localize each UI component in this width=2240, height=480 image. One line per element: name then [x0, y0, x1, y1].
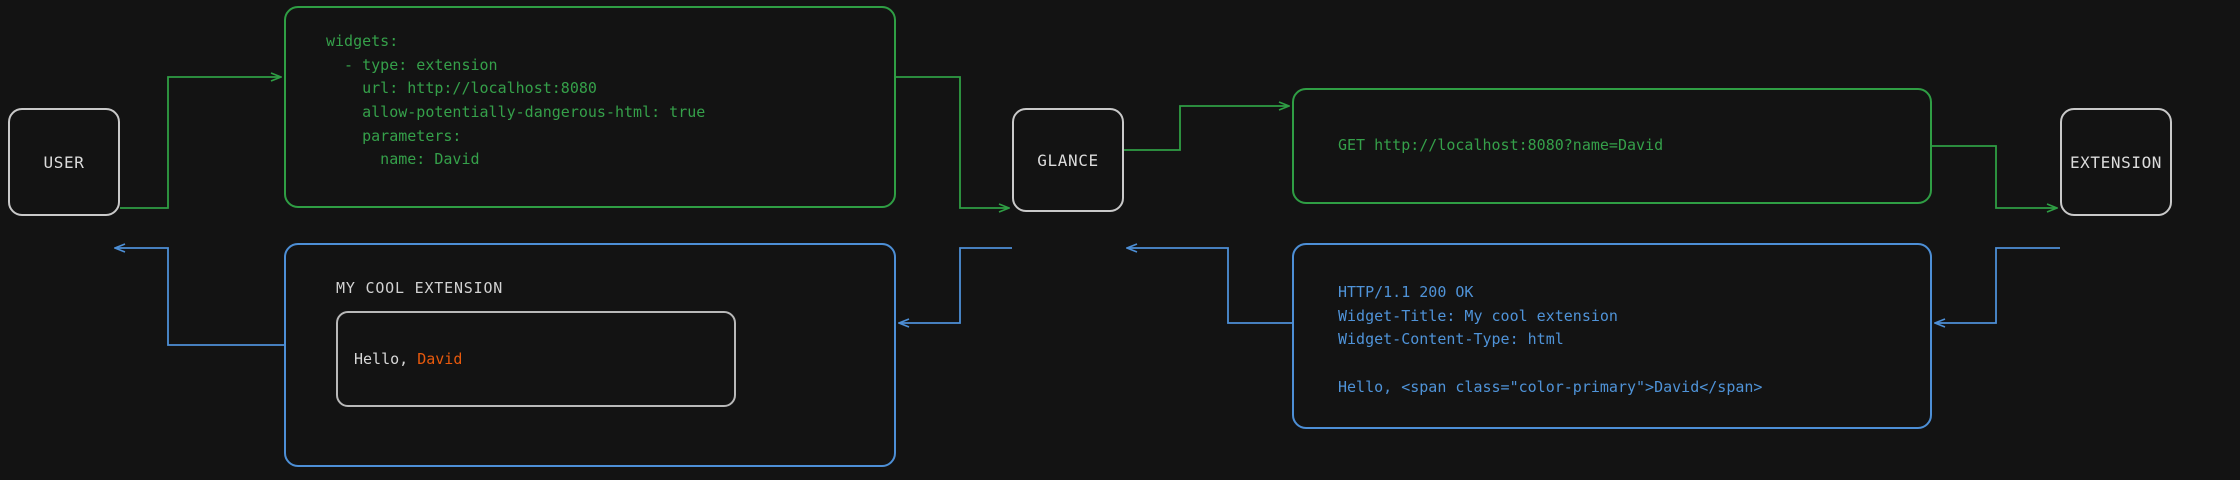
- actor-extension-label: EXTENSION: [2069, 152, 2163, 172]
- yaml-config-box: widgets: - type: extension url: http://l…: [284, 6, 896, 208]
- rendered-widget-box: MY COOL EXTENSION Hello, David: [284, 243, 896, 467]
- edge-glance-to-widget: [900, 247, 1012, 323]
- edge-user-to-config: [120, 77, 280, 209]
- actor-user-label: USER: [43, 152, 85, 172]
- actor-glance[interactable]: GLANCE: [1012, 108, 1124, 212]
- http-request-box: GET http://localhost:8080?name=David: [1292, 88, 1932, 204]
- widget-content-card: Hello, David: [336, 311, 736, 407]
- edge-widget-to-user: [116, 248, 284, 346]
- actor-glance-label: GLANCE: [1037, 150, 1099, 170]
- edge-request-to-extension: [1932, 145, 2056, 208]
- widget-greeting-text: Hello, David: [354, 350, 462, 368]
- http-request-code: GET http://localhost:8080?name=David: [1338, 136, 1664, 155]
- edge-extension-to-response: [1936, 247, 2060, 323]
- edge-glance-to-request: [1124, 106, 1288, 151]
- actor-extension[interactable]: EXTENSION: [2060, 108, 2172, 216]
- http-response-box: HTTP/1.1 200 OK Widget-Title: My cool ex…: [1292, 243, 1932, 429]
- edge-config-to-glance: [896, 76, 1008, 208]
- http-response-code: HTTP/1.1 200 OK Widget-Title: My cool ex…: [1338, 283, 1763, 396]
- yaml-config-code: widgets: - type: extension url: http://l…: [326, 32, 706, 169]
- actor-user[interactable]: USER: [8, 108, 120, 216]
- widget-highlighted-name: David: [417, 350, 463, 368]
- widget-greeting-prefix: Hello,: [354, 350, 418, 368]
- widget-title: MY COOL EXTENSION: [336, 279, 504, 297]
- edge-response-to-glance: [1128, 248, 1292, 324]
